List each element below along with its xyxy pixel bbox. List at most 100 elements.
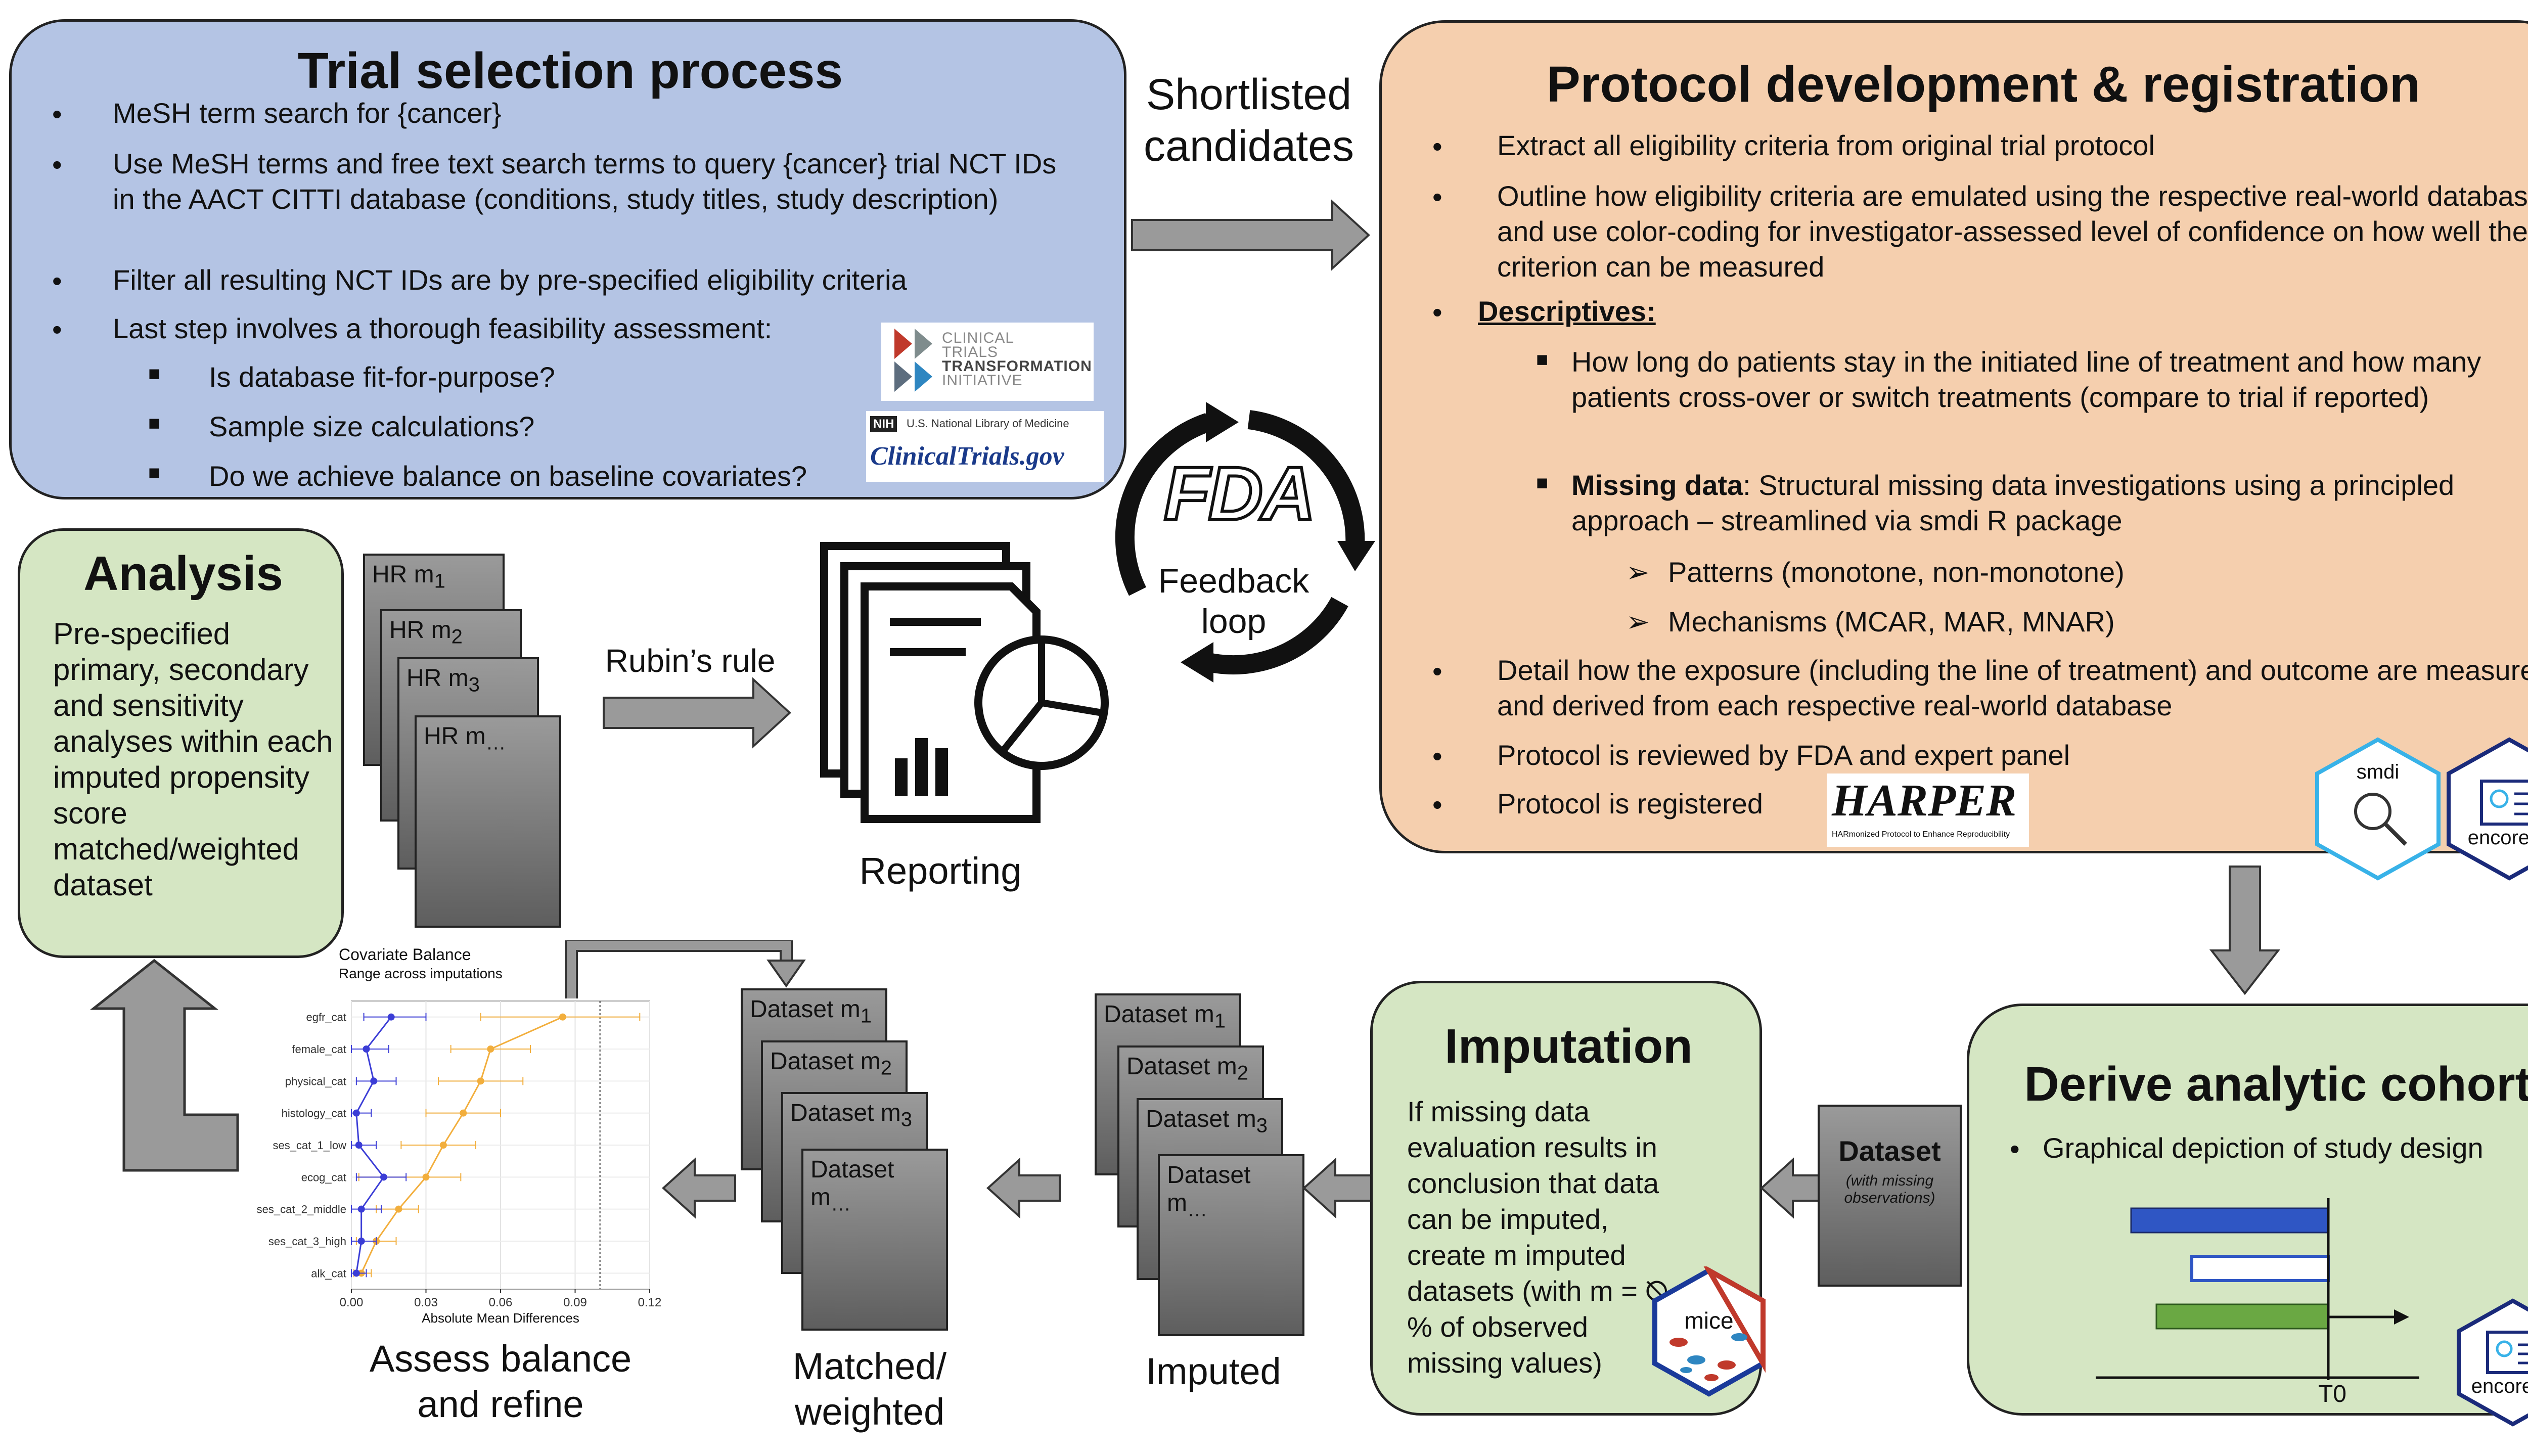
x-axis-label: Absolute Mean Differences (422, 1310, 579, 1326)
t0-label: T0 (2318, 1381, 2346, 1407)
bullet-dot: • (52, 98, 62, 130)
smdi-hex-icon (2315, 737, 2441, 881)
smdi-label: smdi (2356, 761, 2400, 783)
square-bullet: ■ (148, 362, 161, 385)
missing-data-text: : Structural missing data investigations… (1571, 469, 2455, 536)
trial-bullet-1: MeSH term search for {cancer} (113, 97, 502, 129)
protocol-bullet-2: Outline how eligibility criteria are emu… (1497, 180, 2528, 283)
feedback-label-1: Feedback (1158, 562, 1310, 600)
x-tick-label: 0.03 (414, 1296, 438, 1309)
cohort-title: Derive analytic cohort (2024, 1057, 2528, 1111)
encore-label: encore.io (2471, 1375, 2528, 1397)
cohort-panel: Derive analytic cohort • Graphical depic… (1967, 1004, 2528, 1427)
data-point (352, 1109, 360, 1117)
imputation-panel: Imputation If missing data evaluation re… (1370, 981, 1766, 1416)
matched-label-2: weighted (794, 1391, 945, 1433)
y-tick-label: histology_cat (282, 1107, 346, 1120)
bullet-dot: • (1432, 789, 1442, 821)
imputed-label: Imputed (1146, 1350, 1281, 1392)
encore-hex-icon (2447, 737, 2528, 881)
data-point (422, 1173, 430, 1181)
arrow-right-icon (1131, 199, 1370, 271)
rubin-label: Rubin’s rule (605, 643, 776, 679)
y-tick-label: alk_cat (311, 1267, 346, 1280)
bullet-dot: • (1432, 740, 1442, 772)
ctti-logo: CLINICAL TRIALS TRANSFORMATION INITIATIV… (881, 323, 1094, 401)
arrow-right-icon (603, 677, 791, 749)
dataset-missing-box: Dataset (with missing observations) (1818, 1105, 1962, 1287)
data-point (355, 1142, 363, 1149)
trial-sub-1: Is database fit-for-purpose? (209, 361, 555, 393)
data-point (370, 1077, 378, 1085)
arrowhead-icon: ➢ (1626, 606, 1650, 638)
square-bullet: ■ (148, 462, 161, 484)
harper-logo: HARPER HARmonized Protocol to Enhance Re… (1827, 774, 2029, 847)
refine-loop-arrow-icon (565, 940, 806, 998)
y-tick-label: ses_cat_1_low (273, 1139, 346, 1152)
bullet-dot: • (1432, 655, 1442, 687)
data-point (487, 1045, 494, 1053)
ctti-line-3: TRANSFORMATION (942, 358, 1092, 375)
protocol-title: Protocol development & registration (1546, 56, 2421, 113)
bullet-dot: • (1432, 130, 1442, 162)
square-bullet: ■ (1536, 472, 1549, 494)
trial-bullet-4: Last step involves a thorough feasibilit… (113, 312, 773, 344)
trial-bullet-2: Use MeSH terms and free text search term… (113, 148, 1057, 215)
bullet-dot: • (52, 149, 62, 180)
ctti-line-2: TRIALS (942, 344, 999, 360)
protocol-bullet-5: Protocol is registered (1497, 788, 1764, 820)
y-tick-label: ecog_cat (301, 1171, 346, 1184)
y-tick-label: ses_cat_3_high (268, 1235, 346, 1248)
missing-data-label: Missing data (1571, 469, 1743, 501)
encore-label: encore.io (2467, 827, 2528, 849)
y-tick-label: physical_cat (285, 1075, 346, 1087)
data-point (439, 1142, 447, 1149)
matched-card-4: Dataset m… (801, 1149, 948, 1331)
fda-logo: FDA (1162, 449, 1317, 537)
nlm-text: U.S. National Library of Medicine (907, 417, 1069, 430)
x-tick-label: 0.12 (638, 1296, 662, 1309)
arrow-up-icon (89, 959, 239, 1172)
ctgov-text: ClinicalTrials.gov (870, 442, 1064, 471)
protocol-bullet-3: Detail how the exposure (including the l… (1497, 654, 2528, 721)
trial-selection-panel: Trial selection process • MeSH term sear… (9, 19, 1126, 499)
dataset-box-title: Dataset (1838, 1135, 1941, 1167)
data-point (395, 1205, 402, 1213)
shortlisted-label-1: Shortlisted (1146, 70, 1352, 119)
data-point (363, 1045, 370, 1053)
square-bullet: ■ (1536, 348, 1549, 371)
dataset-box-sub: (with missing observations) (1844, 1172, 1935, 1206)
mice-hex-icon (1652, 1266, 1766, 1397)
protocol-arrow-2: Mechanisms (MCAR, MAR, MNAR) (1668, 606, 2115, 638)
ctti-line-4: INITIATIVE (942, 372, 1023, 389)
arrowhead-icon: ➢ (1626, 556, 1650, 588)
data-point (357, 1205, 365, 1213)
protocol-arrow-1: Patterns (monotone, non-monotone) (1668, 556, 2125, 588)
imputation-title: Imputation (1444, 1019, 1693, 1073)
protocol-sub-1: How long do patients stay in the initiat… (1571, 346, 2481, 413)
protocol-descriptives: Descriptives: (1478, 295, 1656, 327)
bullet-dot: • (52, 265, 62, 297)
y-tick-label: egfr_cat (306, 1011, 347, 1024)
ctti-mark-icon (894, 329, 932, 392)
ctgov-logo: NIH U.S. National Library of Medicine Cl… (866, 411, 1104, 482)
analysis-body: Pre-specified primary, secondary and sen… (53, 617, 333, 902)
data-point (460, 1109, 467, 1117)
trial-selection-title: Trial selection process (297, 42, 843, 99)
balance-label-1: Assess balance (369, 1338, 632, 1380)
report-document-icon (820, 542, 1109, 823)
bullet-dot: • (1432, 181, 1442, 213)
nih-badge: NIH (870, 416, 897, 432)
protocol-missing: Missing data: Structural missing data in… (1571, 468, 2528, 538)
arrow-left-icon (986, 1157, 1061, 1219)
data-point (387, 1013, 395, 1021)
data-point (380, 1173, 387, 1181)
y-tick-label: ses_cat_2_middle (257, 1203, 346, 1216)
trial-sub-3: Do we achieve balance on baseline covari… (209, 460, 807, 492)
data-point (559, 1013, 566, 1021)
balance-label-2: and refine (417, 1383, 584, 1425)
data-point (477, 1077, 484, 1085)
mice-label: mice (1684, 1307, 1734, 1334)
arrow-down-icon (2209, 866, 2281, 995)
